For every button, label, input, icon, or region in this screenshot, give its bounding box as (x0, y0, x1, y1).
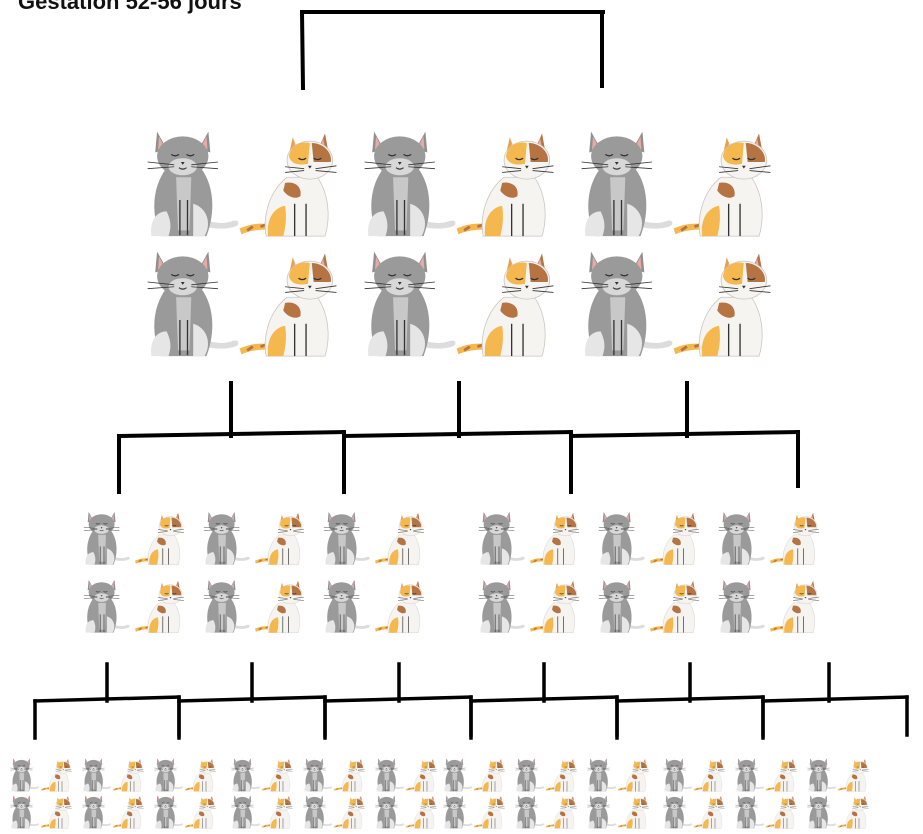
calico-cat-icon (769, 580, 820, 634)
gray-cat-icon (735, 795, 765, 829)
gray-cat-icon (203, 579, 251, 633)
gray-cat-icon (10, 758, 40, 792)
gray-cat-icon (443, 758, 473, 792)
calico-cat-icon (238, 252, 338, 358)
gray-cat-icon (807, 795, 837, 829)
cat-litters (10, 130, 870, 829)
gray-cat-icon (478, 579, 526, 633)
calico-cat-icon (765, 758, 798, 792)
gray-cat-icon (580, 250, 674, 357)
calico-cat-icon (455, 252, 555, 358)
calico-cat-icon (374, 512, 425, 566)
gray-cat-icon (515, 758, 545, 792)
calico-cat-icon (333, 758, 366, 792)
calico-cat-icon (405, 758, 438, 792)
bracket-line-low (761, 695, 909, 703)
calico-cat-icon (261, 795, 294, 829)
gray-cat-icon (580, 130, 674, 237)
bracket-line-low (323, 695, 473, 703)
calico-cat-icon (374, 580, 425, 634)
calico-cat-icon (473, 758, 506, 792)
calico-cat-icon (693, 758, 726, 792)
calico-cat-icon (405, 795, 438, 829)
bracket-line-low (469, 695, 619, 703)
gray-cat-icon (587, 795, 617, 829)
diagram-title: Gestation 52-56 jours (18, 0, 242, 14)
calico-cat-icon (112, 758, 145, 792)
calico-cat-icon (837, 795, 870, 829)
calico-cat-icon (693, 795, 726, 829)
gray-cat-icon (735, 758, 765, 792)
gray-cat-icon (363, 130, 457, 237)
calico-cat-icon (333, 795, 366, 829)
bracket-line-low (177, 695, 327, 703)
calico-cat-icon (672, 252, 772, 358)
gray-cat-icon (323, 579, 371, 633)
family-tree-lines (33, 9, 909, 740)
gray-cat-icon (303, 758, 333, 792)
gray-cat-icon (10, 795, 40, 829)
gray-cat-icon (587, 758, 617, 792)
gray-cat-icon (718, 579, 766, 633)
gray-cat-icon (443, 795, 473, 829)
calico-cat-icon (545, 795, 578, 829)
calico-cat-icon (184, 795, 217, 829)
gray-cat-icon (323, 511, 371, 565)
bracket-line-mid (116, 429, 347, 439)
bracket-line-top (299, 9, 306, 91)
gray-cat-icon (515, 795, 545, 829)
calico-cat-icon (261, 758, 294, 792)
calico-cat-icon (765, 795, 798, 829)
calico-cat-icon (545, 758, 578, 792)
calico-cat-icon (254, 580, 305, 634)
gray-cat-icon (478, 511, 526, 565)
calico-cat-icon (134, 580, 185, 634)
calico-cat-icon (254, 512, 305, 566)
gray-cat-icon (146, 250, 240, 357)
calico-cat-icon (112, 795, 145, 829)
gray-cat-icon (203, 511, 251, 565)
gray-cat-icon (82, 758, 112, 792)
calico-cat-icon (837, 758, 870, 792)
gray-cat-icon (82, 795, 112, 829)
gray-cat-icon (154, 758, 184, 792)
bracket-line-mid (568, 429, 801, 439)
calico-cat-icon (134, 512, 185, 566)
gray-cat-icon (83, 511, 131, 565)
gray-cat-icon (375, 795, 405, 829)
gray-cat-icon (83, 579, 131, 633)
bracket-line-low (615, 695, 765, 703)
calico-cat-icon (473, 795, 506, 829)
calico-cat-icon (40, 758, 73, 792)
bracket-line-low (33, 695, 181, 703)
gray-cat-icon (663, 758, 693, 792)
gray-cat-icon (363, 250, 457, 357)
calico-cat-icon (529, 580, 580, 634)
gray-cat-icon (807, 758, 837, 792)
calico-cat-icon (617, 758, 650, 792)
gray-cat-icon (663, 795, 693, 829)
gray-cat-icon (231, 758, 261, 792)
calico-cat-icon (672, 132, 772, 238)
gray-cat-icon (231, 795, 261, 829)
calico-cat-icon (649, 580, 700, 634)
gray-cat-icon (598, 579, 646, 633)
calico-cat-icon (238, 132, 338, 238)
calico-cat-icon (617, 795, 650, 829)
gray-cat-icon (718, 511, 766, 565)
gray-cat-icon (375, 758, 405, 792)
calico-cat-icon (184, 758, 217, 792)
calico-cat-icon (529, 512, 580, 566)
gray-cat-icon (598, 511, 646, 565)
calico-cat-icon (40, 795, 73, 829)
calico-cat-icon (769, 512, 820, 566)
gray-cat-icon (146, 130, 240, 237)
calico-cat-icon (455, 132, 555, 238)
gray-cat-icon (154, 795, 184, 829)
gray-cat-icon (303, 795, 333, 829)
bracket-line-mid (341, 429, 574, 439)
calico-cat-icon (649, 512, 700, 566)
